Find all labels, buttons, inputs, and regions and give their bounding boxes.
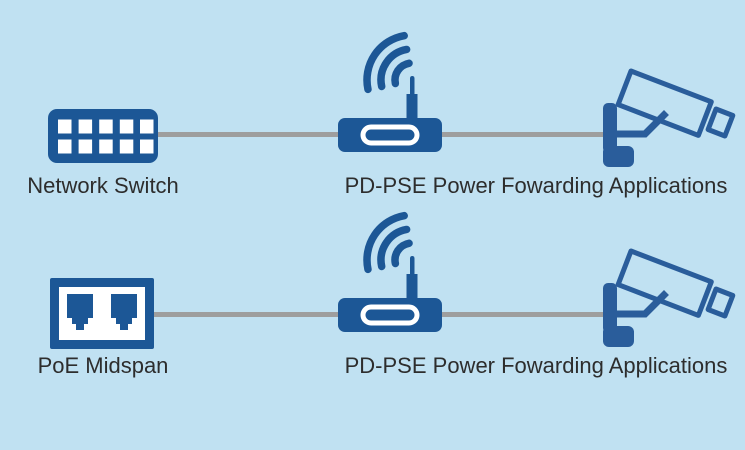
security-camera-icon — [603, 248, 736, 347]
network-switch-label: Network Switch — [27, 173, 179, 198]
poe-midspan-icon — [50, 278, 154, 349]
pdpse-applications-label-row2: PD-PSE Power Fowarding Applications — [344, 353, 728, 378]
pdpse-applications-label-row1: PD-PSE Power Fowarding Applications — [344, 173, 728, 198]
security-camera-icon — [603, 68, 736, 167]
wireless-router-icon — [338, 211, 442, 332]
network-switch-icon — [48, 109, 158, 163]
poe-midspan-label: PoE Midspan — [37, 353, 169, 378]
wireless-router-icon — [338, 31, 442, 152]
